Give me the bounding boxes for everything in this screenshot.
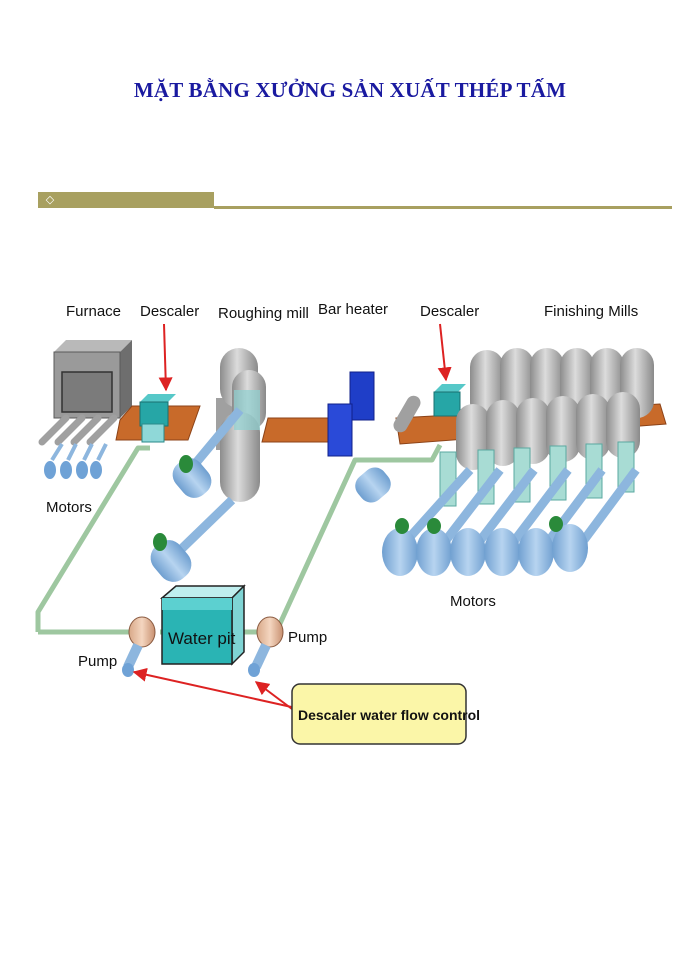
descaler-1-arrow bbox=[158, 323, 173, 392]
water-pit bbox=[159, 584, 246, 666]
label-descaler-2: Descaler bbox=[420, 303, 479, 320]
label-pump-2: Pump bbox=[288, 629, 327, 646]
finishing-motors bbox=[382, 466, 640, 576]
descaler-2-arrow bbox=[437, 323, 452, 382]
water-pipe-left bbox=[35, 445, 150, 635]
roughing-motors bbox=[150, 407, 244, 582]
label-motors-1: Motors bbox=[46, 499, 92, 516]
label-control: Descaler water flow control bbox=[298, 707, 480, 723]
control-box bbox=[291, 683, 467, 745]
furnace-rollers bbox=[38, 414, 118, 446]
page-title: MẶT BẰNG XƯỞNG SẢN XUẤT THÉP TẤM bbox=[133, 78, 567, 102]
bar-heater bbox=[327, 371, 375, 457]
pump-left bbox=[122, 616, 156, 677]
label-descaler-1: Descaler bbox=[140, 303, 199, 320]
label-water-pit: Water pit bbox=[168, 629, 236, 648]
control-arrow-right bbox=[254, 681, 297, 713]
label-roughing-mill: Roughing mill bbox=[218, 305, 309, 322]
furnace bbox=[53, 340, 132, 419]
diamond-bullet-icon: ◇ bbox=[45, 194, 55, 206]
pump-right bbox=[248, 616, 284, 677]
label-motors-2: Motors bbox=[450, 593, 496, 610]
label-finishing-mills: Finishing Mills bbox=[544, 303, 638, 320]
header-rule-line bbox=[214, 206, 672, 209]
label-pump-1: Pump bbox=[78, 653, 117, 670]
descaler-2-motor bbox=[355, 395, 421, 503]
control-arrow-left bbox=[132, 667, 297, 709]
label-furnace: Furnace bbox=[66, 303, 121, 320]
descaler-2 bbox=[433, 384, 466, 417]
header-rule-block bbox=[38, 192, 214, 208]
descaler-1 bbox=[139, 394, 176, 443]
label-bar-heater: Bar heater bbox=[318, 301, 388, 318]
furnace-motors bbox=[44, 461, 102, 479]
